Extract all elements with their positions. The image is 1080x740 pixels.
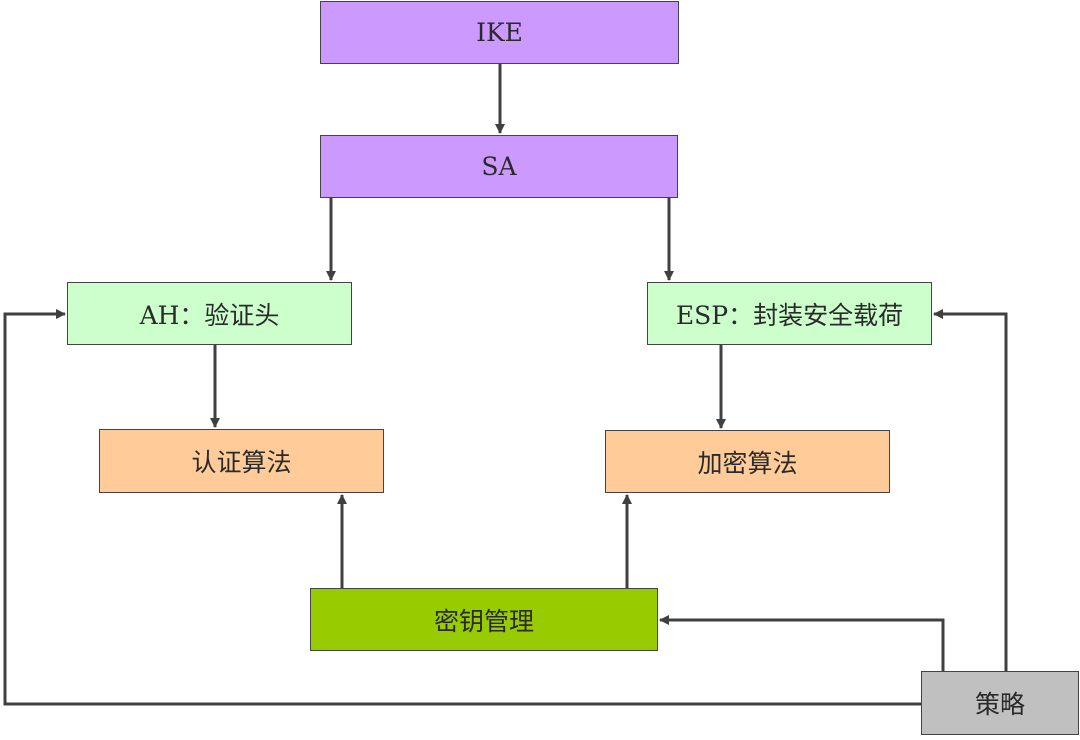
auth-algorithm-node: 认证算法: [99, 429, 384, 493]
esp-node: ESP：封装安全载荷: [647, 282, 932, 345]
policy-label: 策略: [974, 690, 1025, 719]
sa-label: SA: [481, 152, 517, 181]
ike-node: IKE: [320, 1, 679, 64]
auth-algorithm-label: 认证算法: [191, 448, 292, 477]
ah-label: AH：验证头: [139, 300, 280, 330]
enc-algorithm-label: 加密算法: [697, 448, 798, 478]
key-management-node: 密钥管理: [310, 588, 658, 651]
key-management-label: 密钥管理: [433, 606, 534, 636]
sa-node: SA: [320, 135, 678, 198]
esp-label: ESP：封装安全载荷: [675, 300, 904, 330]
ah-node: AH：验证头: [67, 282, 352, 345]
arrow-policy-to-esp: [933, 309, 1008, 671]
arrow-policy-to-ah: [3, 309, 921, 706]
policy-node: 策略: [921, 671, 1079, 735]
ike-label: IKE: [476, 18, 523, 47]
enc-algorithm-node: 加密算法: [605, 430, 890, 493]
arrow-policy-to-keymgmt: [659, 615, 945, 671]
